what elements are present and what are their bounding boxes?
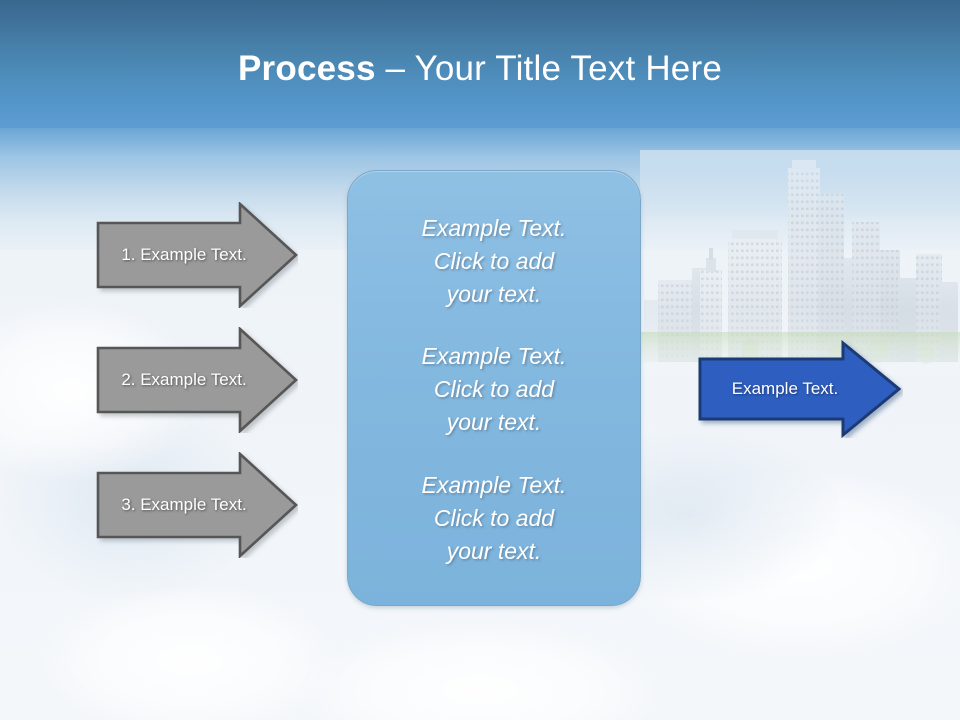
panel-text-block-2: Example Text. Click to add your text. (421, 343, 567, 436)
panel-text-block-1: Example Text. Click to add your text. (421, 214, 567, 307)
step-arrow-2[interactable]: 2. Example Text. (96, 327, 298, 433)
background-sky-gradient (0, 0, 960, 132)
result-arrow[interactable]: Example Text. (697, 340, 903, 438)
step-arrow-3[interactable]: 3. Example Text. (96, 452, 298, 558)
slide-title: Process – Your Title Text Here (0, 47, 960, 91)
content-panel[interactable]: Example Text. Click to add your text. Ex… (347, 170, 641, 606)
slide-title-rest: – Your Title Text Here (375, 49, 722, 88)
panel-text-block-3: Example Text. Click to add your text. (421, 472, 567, 565)
slide-title-bold: Process (238, 49, 376, 88)
step-arrow-1[interactable]: 1. Example Text. (96, 202, 298, 308)
